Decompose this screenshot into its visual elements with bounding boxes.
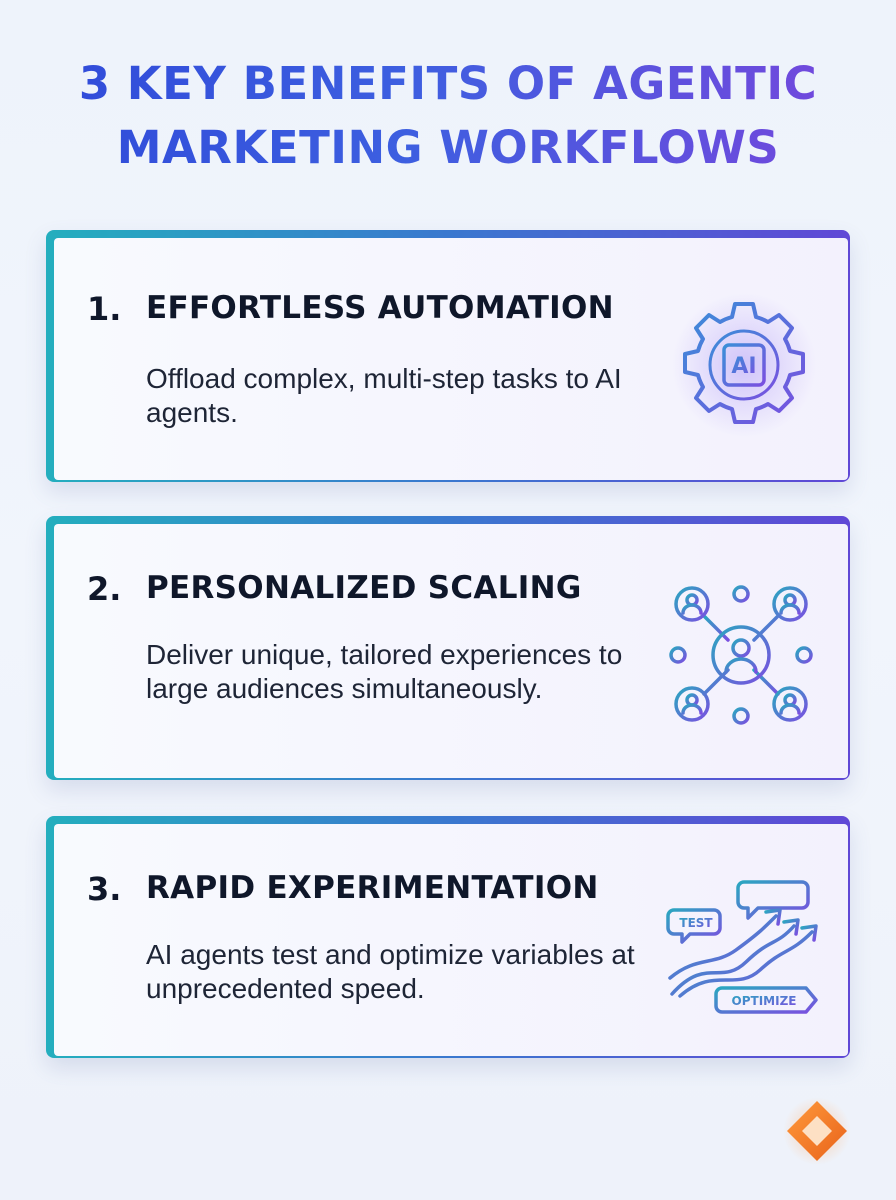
ai-gear-icon: AI — [669, 290, 819, 440]
title-line-2: MARKETING WORKFLOWS — [116, 121, 780, 174]
title-line-1: 3 KEY BENEFITS OF AGENTIC — [78, 57, 818, 110]
page-title: 3 KEY BENEFITS OF AGENTIC MARKETING WORK… — [0, 52, 896, 180]
growth-arrows-icon: TEST OPTIMIZE — [666, 866, 826, 1016]
benefit-heading: EFFORTLESS AUTOMATION — [146, 290, 614, 326]
benefit-number: 3. — [87, 870, 122, 908]
benefit-card-2-body: 2. PERSONALIZED SCALING Deliver unique, … — [54, 524, 848, 778]
ai-chip-label: AI — [731, 354, 756, 379]
benefit-heading: PERSONALIZED SCALING — [146, 570, 582, 606]
benefit-description: Offload complex, multi-step tasks to AI … — [146, 363, 622, 428]
test-tag-label: TEST — [679, 916, 713, 930]
benefit-heading: RAPID EXPERIMENTATION — [146, 870, 599, 906]
benefit-card-1: 1. EFFORTLESS AUTOMATION Offload complex… — [46, 230, 850, 482]
benefit-card-3: 3. RAPID EXPERIMENTATION AI agents test … — [46, 816, 850, 1058]
benefit-description: AI agents test and optimize variables at… — [146, 939, 635, 1004]
benefit-number: 1. — [87, 290, 122, 328]
benefit-description: Deliver unique, tailored experiences to … — [146, 639, 623, 704]
diamond-logo-icon — [782, 1096, 852, 1166]
benefit-card-2: 2. PERSONALIZED SCALING Deliver unique, … — [46, 516, 850, 780]
benefit-number: 2. — [87, 570, 122, 608]
optimize-tag-label: OPTIMIZE — [732, 994, 797, 1008]
user-network-icon — [666, 580, 816, 730]
benefit-card-3-body: 3. RAPID EXPERIMENTATION AI agents test … — [54, 824, 848, 1056]
benefit-card-1-body: 1. EFFORTLESS AUTOMATION Offload complex… — [54, 238, 848, 480]
